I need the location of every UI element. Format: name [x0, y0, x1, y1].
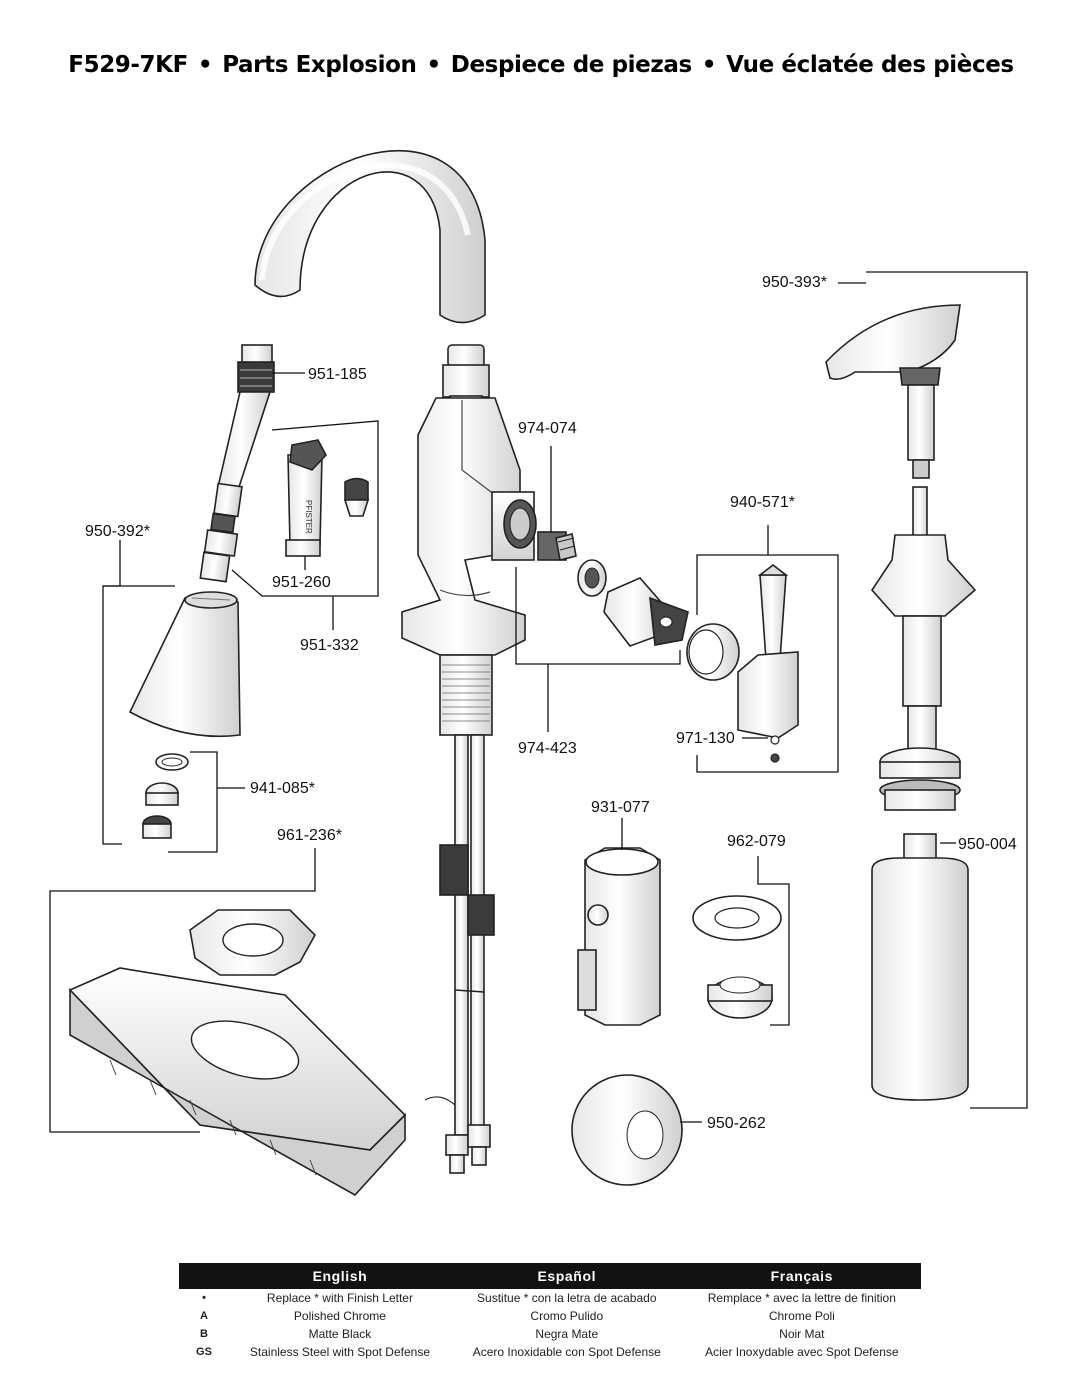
valve-nut — [577, 559, 607, 597]
callout-951-185: 951-185 — [308, 366, 367, 383]
legend-spanish: Negra Mate — [535, 1327, 599, 1341]
legend-english: Stainless Steel with Spot Defense — [249, 1345, 430, 1359]
legend-header-french: Français — [682, 1263, 921, 1289]
callout-labels: 951-185 950-392* 951-260 951-332 974-074… — [85, 274, 1017, 1132]
title-separator: • — [426, 52, 441, 78]
title-french: Vue éclatée des pièces — [726, 52, 1014, 78]
aerator-parts — [142, 753, 189, 839]
legend-code: • — [202, 1292, 206, 1304]
leader-lines — [49, 271, 1028, 1133]
deck-plate — [68, 967, 407, 1197]
callout-931-077: 931-077 — [591, 799, 650, 816]
handle-lever — [737, 563, 799, 739]
legend-code: GS — [196, 1346, 212, 1358]
legend-header-row: English Español Français — [179, 1263, 921, 1289]
deck-gasket — [189, 909, 316, 976]
exploded-diagram: PFISTER — [49, 149, 1028, 1197]
legend-french: Acier Inoxydable avec Spot Defense — [705, 1345, 899, 1359]
hose-connector — [237, 344, 275, 393]
callout-950-262: 950-262 — [707, 1115, 766, 1132]
soap-pump-head — [825, 304, 961, 479]
pull-down-hose — [199, 391, 272, 583]
spout — [254, 149, 486, 324]
callout-941-085: 941-085* — [250, 780, 315, 797]
legend-row: A Polished Chrome Cromo Pulido Chrome Po… — [179, 1307, 921, 1325]
callout-951-260: 951-260 — [272, 574, 331, 591]
title-english: Parts Explosion — [222, 52, 417, 78]
svg-text:PFISTER: PFISTER — [304, 500, 313, 534]
title-separator: • — [197, 52, 213, 78]
callout-971-130: 971-130 — [676, 730, 735, 747]
title-spanish: Despiece de piezas — [450, 52, 692, 78]
supply-lines — [424, 734, 495, 1174]
callout-974-074: 974-074 — [518, 420, 577, 437]
callout-940-571: 940-571* — [730, 494, 795, 511]
gasket — [692, 895, 782, 941]
soap-dispenser-body — [870, 486, 977, 811]
legend-header-spanish: Español — [450, 1263, 683, 1289]
legend-row: GS Stainless Steel with Spot Defense Ace… — [179, 1343, 921, 1361]
legend-english: Polished Chrome — [293, 1309, 386, 1323]
mounting-bracket — [577, 847, 661, 1026]
legend-code: B — [200, 1328, 208, 1340]
callout-974-423: 974-423 — [518, 740, 577, 757]
callout-961-236: 961-236* — [277, 827, 342, 844]
callout-950-393: 950-393* — [762, 274, 827, 291]
legend-header-code — [179, 1263, 229, 1289]
legend-french: Chrome Poli — [768, 1309, 835, 1323]
set-screws — [770, 735, 780, 763]
spray-head — [128, 591, 241, 738]
mounting-nut — [707, 976, 773, 1019]
legend-spanish: Cromo Pulido — [530, 1309, 604, 1323]
legend-spanish: Sustitue * con la letra de acabado — [477, 1291, 657, 1305]
valve-cartridge — [537, 531, 577, 561]
adapter-sleeve — [603, 577, 689, 647]
faucet-body — [401, 344, 537, 736]
legend-code: A — [200, 1310, 208, 1322]
legend-row: • Replace * with Finish Letter Sustitue … — [179, 1289, 921, 1307]
callout-950-004: 950-004 — [958, 836, 1017, 853]
check-valve-assembly: PFISTER — [285, 439, 370, 557]
callout-950-392: 950-392* — [85, 523, 150, 540]
soap-hole-cap — [571, 1074, 683, 1186]
finish-legend-table: English Español Français • Replace * wit… — [179, 1263, 921, 1361]
title-separator: • — [701, 52, 717, 78]
soap-bottle — [871, 833, 969, 1101]
callout-962-079: 962-079 — [727, 833, 786, 850]
legend-spanish: Acero Inoxidable con Spot Defense — [472, 1345, 661, 1359]
legend-english: Replace * with Finish Letter — [266, 1291, 413, 1305]
callout-951-332: 951-332 — [300, 637, 359, 654]
legend-french: Noir Mat — [779, 1327, 825, 1341]
legend-header-english: English — [229, 1263, 451, 1289]
legend-english: Matte Black — [308, 1327, 372, 1341]
page-title: F529-7KF • Parts Explosion • Despiece de pie… — [0, 52, 1082, 78]
legend-row: B Matte Black Negra Mate Noir Mat — [179, 1325, 921, 1343]
legend-french: Remplace * avec la lettre de finition — [707, 1291, 896, 1305]
handle-ring — [686, 623, 740, 681]
model-number: F529-7KF — [68, 52, 188, 78]
